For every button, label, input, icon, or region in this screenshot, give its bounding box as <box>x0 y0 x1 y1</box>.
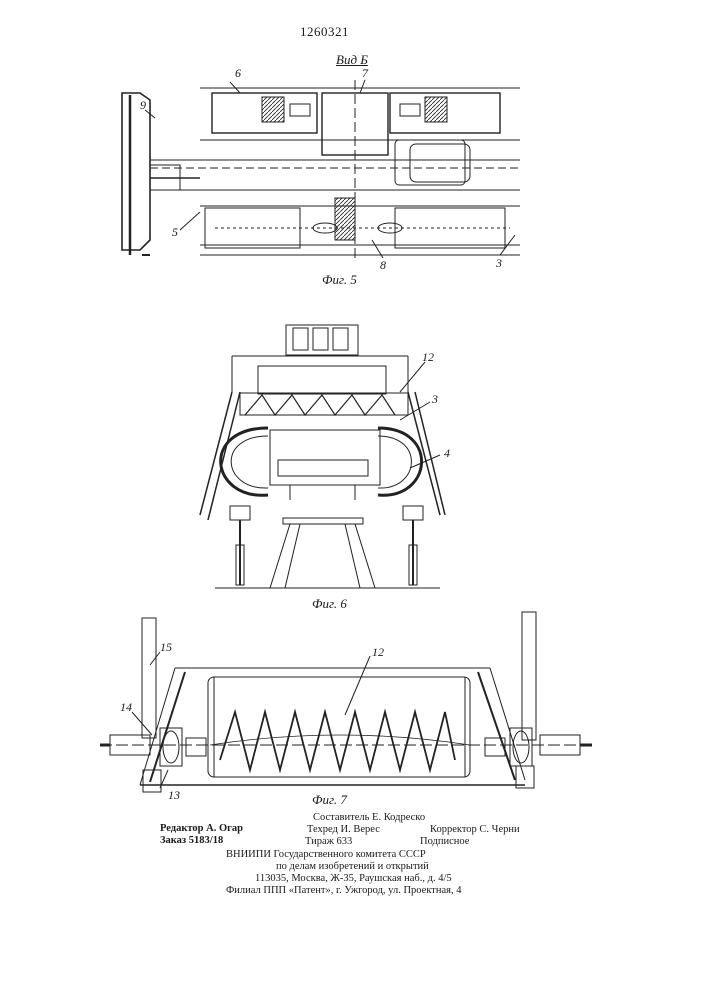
fig7-label-15: 15 <box>160 640 172 655</box>
imprint-corrector: Корректор С. Черни <box>430 824 520 836</box>
imprint-order: Заказ 5183/18 <box>160 835 223 847</box>
imprint-branch: Филиал ППП «Патент», г. Ужгород, ул. Про… <box>226 885 461 897</box>
fig7-label-13: 13 <box>168 788 180 803</box>
fig7-label-14: 14 <box>120 700 132 715</box>
imprint-compiler: Составитель Е. Кодреско <box>313 812 425 824</box>
fig7-label-12: 12 <box>372 645 384 660</box>
fig7-caption: Фиг. 7 <box>312 792 347 808</box>
imprint-editor: Редактор А. Огар <box>160 823 243 835</box>
imprint-org2: по делам изобретений и открытий <box>276 861 429 873</box>
imprint-org1: ВНИИПИ Государственного комитета СССР <box>226 849 426 861</box>
imprint-techred: Техред И. Верес <box>307 824 380 836</box>
imprint-circulation: Тираж 633 <box>305 836 352 848</box>
imprint-subscription: Подписное <box>420 836 469 848</box>
imprint-address: 113035, Москва, Ж-35, Раушская наб., д. … <box>255 873 452 885</box>
